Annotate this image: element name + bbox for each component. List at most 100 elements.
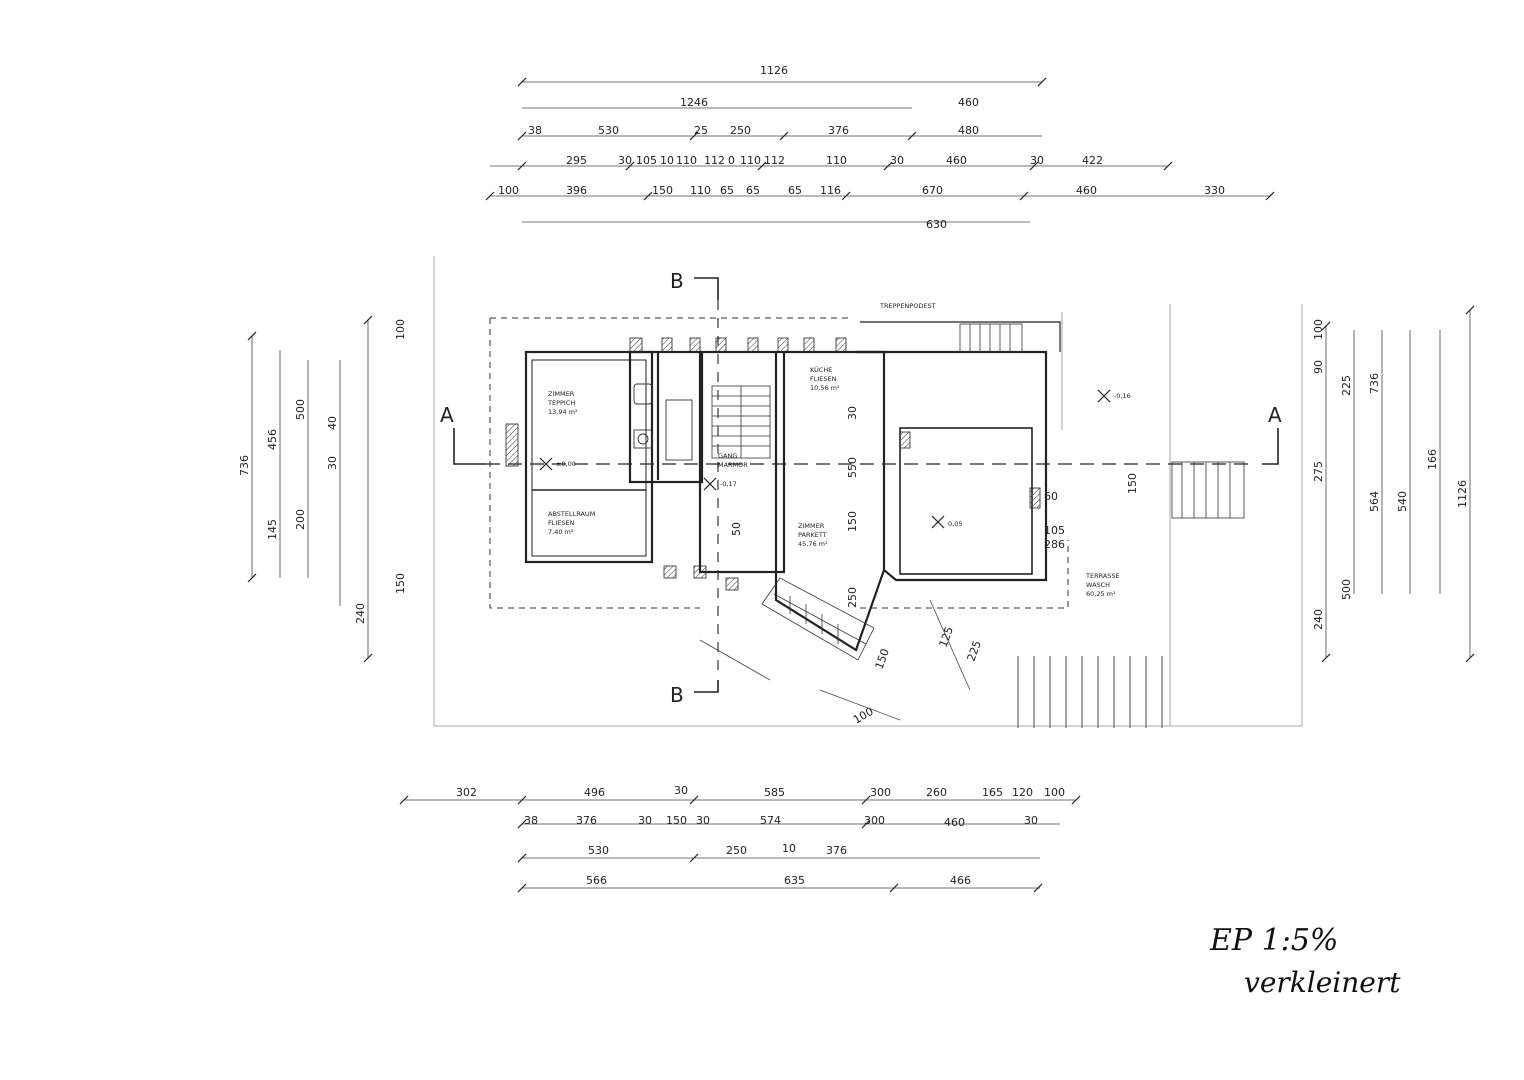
svg-text:40: 40 — [326, 416, 339, 430]
interior-stairs — [711, 385, 771, 459]
room-name: TERRASSE — [1085, 572, 1120, 580]
svg-text:500: 500 — [294, 399, 307, 420]
room-name: ZIMMER — [798, 522, 825, 530]
room-area: 7,40 m² — [548, 528, 574, 536]
svg-text:100: 100 — [851, 705, 876, 727]
svg-text:110: 110 — [826, 154, 847, 167]
level-marker-icon — [539, 457, 553, 471]
svg-text:150: 150 — [394, 573, 407, 594]
svg-text:100: 100 — [394, 319, 407, 340]
level-wohn: 0,05 — [948, 520, 962, 528]
svg-text:496: 496 — [584, 786, 605, 799]
svg-text:0: 0 — [728, 154, 735, 167]
interior-dimensions: 150 550 30 50 150 250 60 105 286 150 125… — [730, 406, 1139, 727]
terrace-planks — [1017, 304, 1171, 728]
svg-text:550: 550 — [846, 457, 859, 478]
svg-text:635: 635 — [784, 874, 805, 887]
scale-annotation-note: verkleinert — [1244, 966, 1401, 999]
svg-text:30: 30 — [326, 456, 339, 470]
room-floor: TEPPICH — [547, 399, 575, 407]
svg-text:540: 540 — [1396, 491, 1409, 512]
section-lines — [453, 277, 1279, 693]
room-zimmer-teppich: ZIMMER TEPPICH 13,94 m² — [547, 390, 578, 416]
svg-text:460: 460 — [958, 96, 979, 109]
svg-text:30: 30 — [638, 814, 652, 827]
svg-text:105: 105 — [636, 154, 657, 167]
svg-text:38: 38 — [528, 124, 542, 137]
svg-text:225: 225 — [965, 639, 984, 663]
room-kueche: KÜCHE FLIESEN 10,56 m² — [810, 365, 840, 392]
svg-text:30: 30 — [1024, 814, 1038, 827]
svg-text:30: 30 — [846, 406, 859, 420]
level-marker-icon — [703, 477, 717, 491]
wall-hatching — [505, 337, 1041, 591]
svg-text:460: 460 — [944, 816, 965, 829]
exterior-stairs — [761, 323, 1245, 661]
svg-text:1126: 1126 — [1456, 480, 1469, 508]
svg-text:300: 300 — [870, 786, 891, 799]
svg-text:38: 38 — [524, 814, 538, 827]
svg-text:295: 295 — [566, 154, 587, 167]
svg-text:116: 116 — [820, 184, 841, 197]
svg-text:112: 112 — [764, 154, 785, 167]
svg-text:396: 396 — [566, 184, 587, 197]
svg-text:466: 466 — [950, 874, 971, 887]
svg-text:286: 286 — [1044, 538, 1065, 551]
svg-text:574: 574 — [760, 814, 781, 827]
bottom-dimensions: 302 496 30 585 300 260 165 120 100 38 37… — [456, 784, 1065, 887]
sink-icon — [633, 429, 653, 449]
room-gang: GANG MARMOR — [718, 452, 748, 469]
svg-text:250: 250 — [726, 844, 747, 857]
overhang-dashed — [489, 317, 1069, 609]
svg-text:1246: 1246 — [680, 96, 708, 109]
svg-text:145: 145 — [266, 519, 279, 540]
svg-text:50: 50 — [730, 522, 743, 536]
svg-text:530: 530 — [598, 124, 619, 137]
svg-text:100: 100 — [1312, 319, 1325, 340]
property-outline — [433, 256, 1303, 727]
svg-text:100: 100 — [498, 184, 519, 197]
svg-text:110: 110 — [740, 154, 761, 167]
svg-text:100: 100 — [1044, 786, 1065, 799]
svg-text:60: 60 — [1044, 490, 1058, 503]
level-markers — [539, 389, 1111, 529]
svg-text:166: 166 — [1426, 449, 1439, 470]
level-marker-icon — [1097, 389, 1111, 403]
toilet-icon — [633, 383, 653, 405]
section-mark-b-top: B — [670, 269, 684, 293]
svg-text:65: 65 — [746, 184, 760, 197]
svg-text:736: 736 — [238, 455, 251, 476]
scale-annotation: EP 1:5% — [1209, 923, 1338, 958]
room-floor: PARKETT — [798, 531, 827, 539]
svg-text:10: 10 — [782, 842, 796, 855]
svg-text:65: 65 — [720, 184, 734, 197]
svg-text:225: 225 — [1340, 375, 1353, 396]
svg-text:1126: 1126 — [760, 64, 788, 77]
section-mark-a-left: A — [440, 403, 454, 427]
room-area: 13,94 m² — [548, 408, 578, 416]
svg-text:630: 630 — [926, 218, 947, 231]
svg-text:240: 240 — [354, 603, 367, 624]
dimension-lines — [251, 81, 1471, 889]
svg-text:736: 736 — [1368, 373, 1381, 394]
section-mark-a-right: A — [1268, 403, 1282, 427]
room-name: GANG — [718, 452, 737, 460]
svg-text:200: 200 — [294, 509, 307, 530]
level-aussen: -0,16 — [1114, 392, 1131, 400]
stair-landing-label: TREPPENPODEST — [879, 302, 936, 310]
svg-text:125: 125 — [937, 625, 956, 649]
room-floor: WASCH — [1086, 581, 1110, 589]
svg-text:30: 30 — [890, 154, 904, 167]
svg-text:150: 150 — [846, 511, 859, 532]
svg-text:330: 330 — [1204, 184, 1225, 197]
svg-text:10: 10 — [660, 154, 674, 167]
svg-text:566: 566 — [586, 874, 607, 887]
left-dimensions: 736 456 500 200 145 40 30 240 150 100 — [238, 319, 407, 624]
svg-text:112: 112 — [704, 154, 725, 167]
svg-text:300: 300 — [864, 814, 885, 827]
svg-text:240: 240 — [1312, 609, 1325, 630]
svg-text:150: 150 — [873, 647, 892, 671]
svg-text:460: 460 — [1076, 184, 1097, 197]
svg-text:376: 376 — [828, 124, 849, 137]
